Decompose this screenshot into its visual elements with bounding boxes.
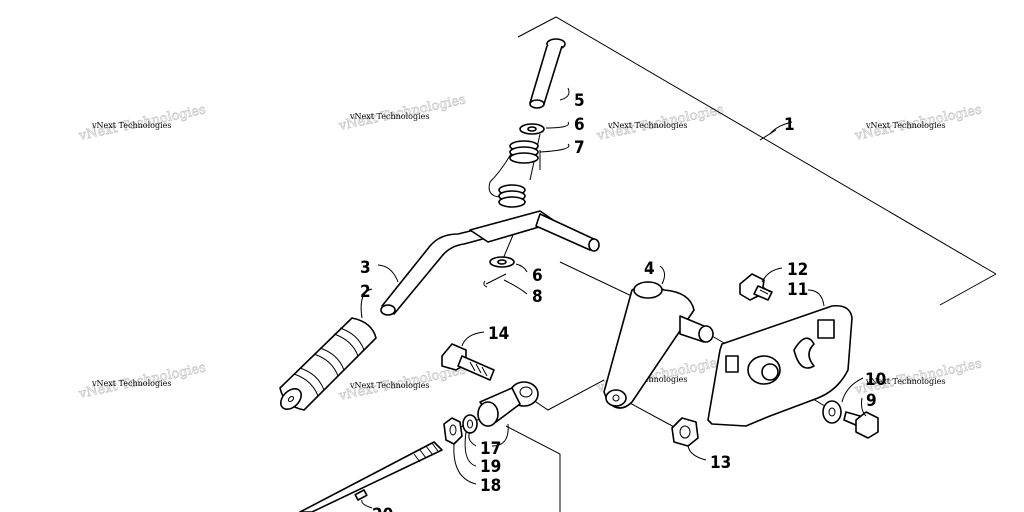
watermark-6: vNext Technologies vNext Technologies — [336, 362, 467, 404]
watermark-text: vNext Technologies — [607, 121, 687, 130]
callout-4: 4 — [644, 259, 655, 279]
callout-12: 12 — [787, 260, 808, 280]
part-6-washer-upper — [519, 123, 545, 135]
watermark-1: vNext Technologies vNext Technologies — [76, 102, 207, 144]
callout-8: 8 — [532, 287, 543, 307]
part-7-torsion-spring — [488, 140, 541, 208]
callout-7: 7 — [574, 138, 585, 158]
callout-13: 13 — [710, 453, 731, 473]
callout-6-upper: 6 — [574, 115, 585, 135]
callouts: 1 2 3 4 5 6 6 7 8 9 10 11 12 13 14 17 18… — [360, 91, 886, 512]
callout-11: 11 — [787, 280, 808, 300]
part-8-cotter-pin — [483, 273, 507, 288]
watermark-text: vNext Technologies — [865, 121, 945, 130]
part-12-bolt — [739, 273, 773, 301]
callout-18: 18 — [480, 476, 501, 496]
watermark-text: vNext Technologies — [91, 121, 171, 130]
part-20-threaded-rod — [299, 441, 443, 512]
leader-lines — [360, 87, 867, 509]
part-6-washer-lower — [489, 256, 515, 268]
watermark-text: vNext Technologies — [865, 377, 945, 386]
watermark-text: vNext Technologies — [349, 112, 429, 121]
callout-5: 5 — [574, 91, 585, 111]
watermark-text: vNext Technologies — [91, 379, 171, 388]
callout-20: 20 — [372, 505, 393, 512]
part-11-bracket-plate — [707, 304, 853, 427]
part-3-pedal-arm — [380, 210, 600, 316]
part-4-pivot-lever — [603, 281, 714, 409]
part-9-bolt — [843, 411, 879, 439]
callout-6-lower: 6 — [532, 266, 543, 286]
callout-17: 17 — [480, 439, 501, 459]
part-2-pedal-grip — [279, 317, 377, 411]
callout-9: 9 — [866, 391, 877, 411]
part-5-clevis-pin — [529, 38, 566, 109]
callout-1: 1 — [784, 115, 795, 135]
part-1-frame-outline — [517, 16, 997, 306]
part-19-washer — [462, 414, 478, 434]
part-17-rod-end — [477, 381, 539, 427]
part-18-nut — [443, 417, 463, 445]
watermark-5: vNext Technologies vNext Technologies — [76, 360, 207, 402]
callout-10: 10 — [865, 370, 886, 390]
callout-2: 2 — [360, 282, 371, 302]
watermark-4: vNext Technologies vNext Technologies — [852, 102, 983, 144]
watermark-3: vNext Technologies vNext Technologies — [594, 102, 725, 144]
callout-14: 14 — [488, 324, 509, 344]
part-10-washer — [822, 400, 842, 424]
callout-19: 19 — [480, 457, 501, 477]
part-14-bolt — [441, 343, 495, 381]
watermark-2: vNext Technologies vNext Technologies — [336, 92, 467, 134]
callout-3: 3 — [360, 258, 371, 278]
watermark-text: vNext Technologies — [349, 381, 429, 390]
part-13-nut — [671, 417, 699, 447]
